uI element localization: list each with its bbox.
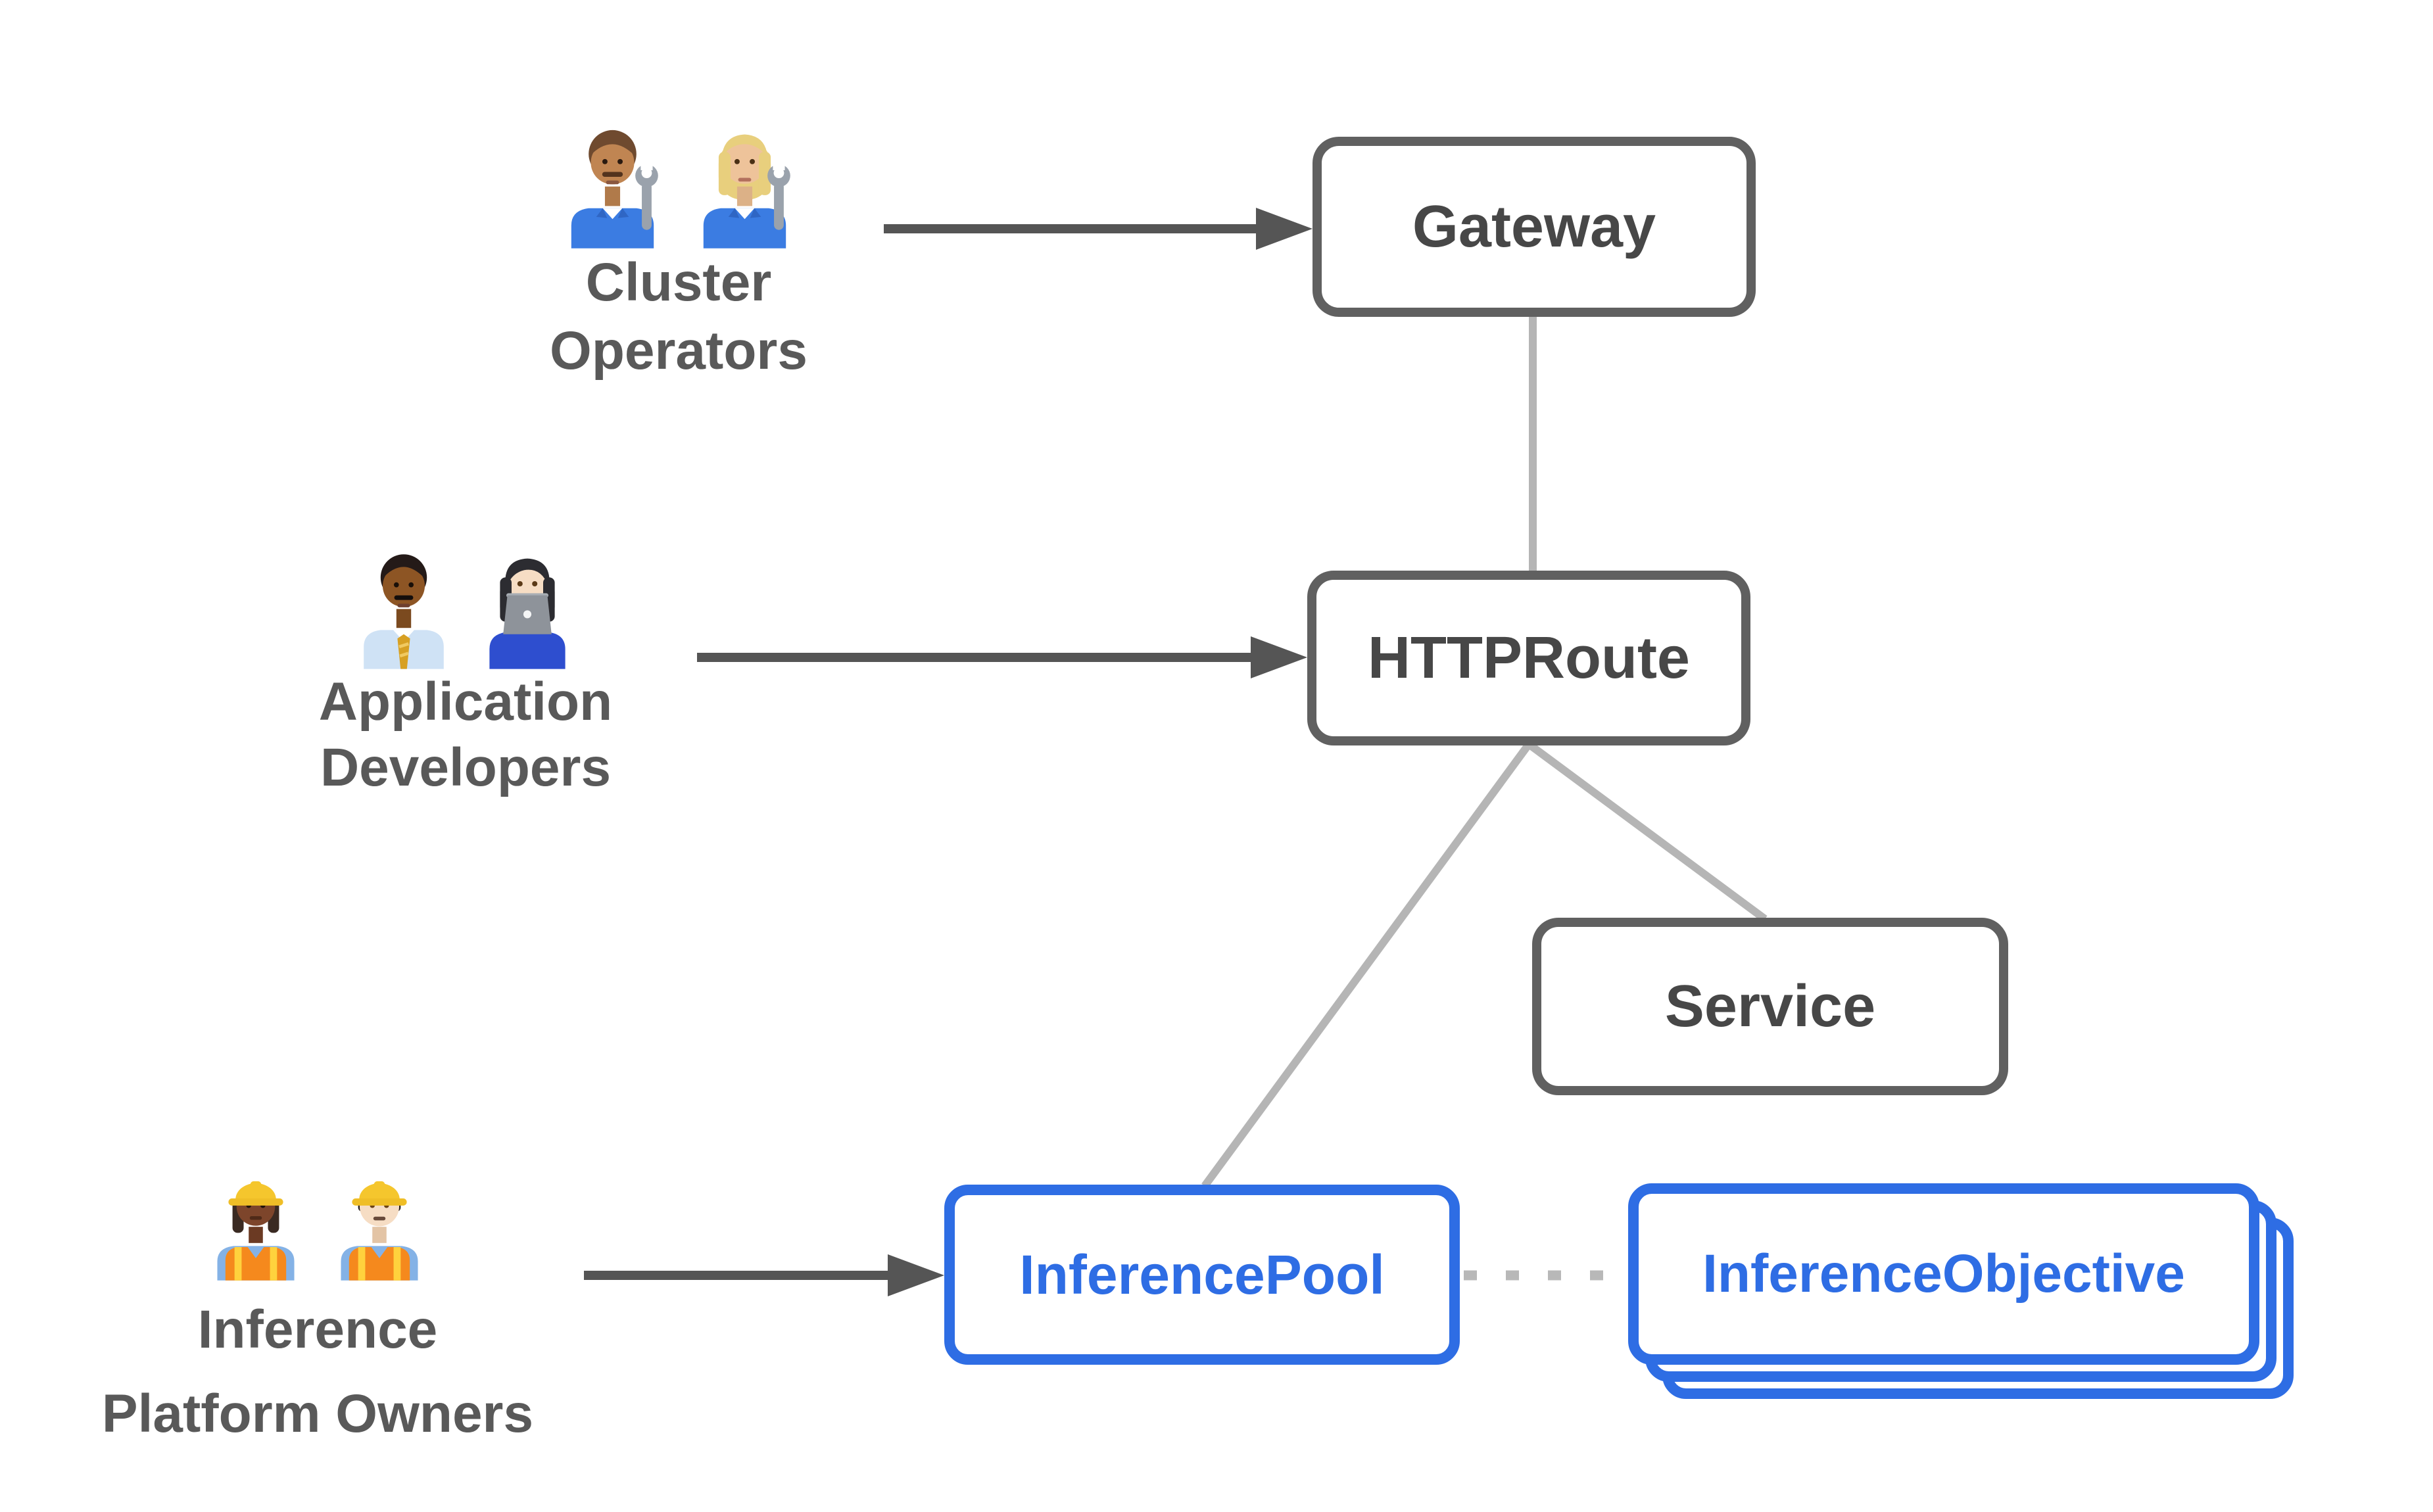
man-construction-worker-emoji-icon [341,1181,418,1281]
httproute-node-label: HTTPRoute [1368,625,1690,691]
application-developers-label-line1: Application [318,672,613,732]
httproute-node: HTTPRoute [1307,571,1750,745]
application-developers-label-line2: Developers [320,738,612,797]
cluster-operators-emoji-row [558,110,799,248]
persona-cluster-operators: Cluster Operators [442,110,915,385]
woman-mechanic-emoji-icon [703,134,790,248]
connector-httproute-service [1526,741,1768,922]
inferencepool-node-label: InferencePool [1019,1243,1385,1306]
inference-platform-owners-label-line1: Inference [197,1300,438,1359]
service-node-label: Service [1664,973,1876,1039]
arrow-inference-platform-owners-to-inferencepool [584,1254,944,1296]
gateway-node-label: Gateway [1412,193,1656,260]
persona-inference-platform-owners: Inference Platform Owners [81,1152,554,1449]
gateway-node: Gateway [1313,137,1756,317]
inferencepool-node: InferencePool [944,1185,1460,1365]
man-mechanic-emoji-icon [571,130,658,248]
cluster-operators-label-line2: Operators [550,321,807,381]
connector-httproute-inferencepool [1201,742,1532,1189]
inference-platform-owners-label-line2: Platform Owners [101,1384,534,1444]
arrow-cluster-operators-to-gateway [884,208,1313,250]
application-developers-emoji-row [351,535,580,669]
woman-technologist-emoji-icon [489,558,566,669]
inferenceobjective-node: InferenceObjective [1628,1183,2259,1365]
inference-platform-owners-emoji-row [205,1152,430,1281]
inferenceobjective-node-label: InferenceObjective [1702,1244,2185,1304]
persona-application-developers: Application Developers [229,535,702,801]
arrow-application-developers-to-httproute [697,636,1307,678]
woman-construction-worker-emoji-icon [217,1181,295,1281]
man-office-worker-emoji-icon [364,554,444,669]
service-node: Service [1532,918,2008,1095]
cluster-operators-label-line1: Cluster [585,252,772,312]
